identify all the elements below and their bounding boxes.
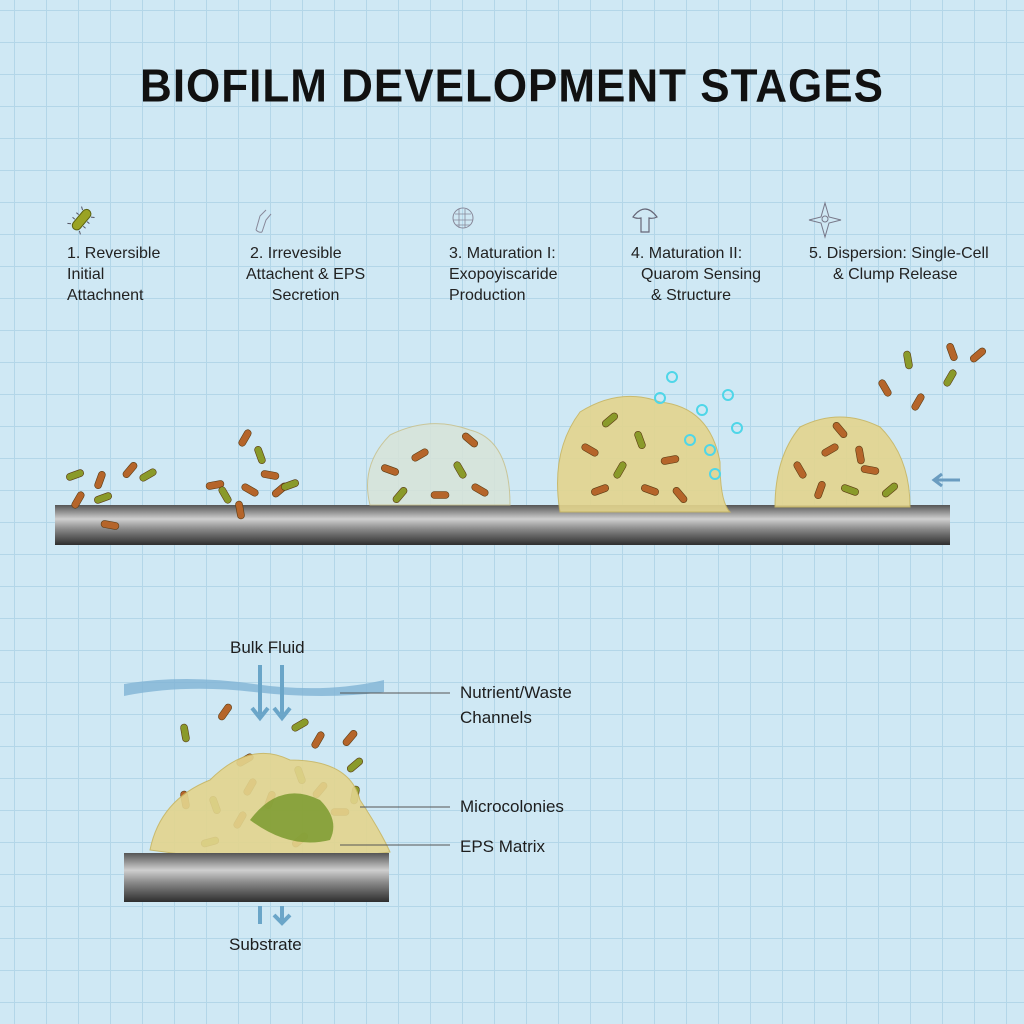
bacterium-rod bbox=[453, 461, 467, 479]
bacterium-rod bbox=[122, 461, 138, 479]
bacterium-rod bbox=[238, 429, 252, 447]
bacterium-rod bbox=[381, 464, 399, 476]
bacterium-rod bbox=[281, 479, 299, 491]
bacterium-rod bbox=[461, 432, 479, 448]
detail-substrate-bar bbox=[124, 853, 389, 902]
bacterium-rod bbox=[311, 731, 325, 749]
bacterium-rod bbox=[342, 729, 358, 747]
bacterium-rod bbox=[218, 703, 232, 721]
bacterium-rod bbox=[139, 468, 157, 482]
bacterium-rod bbox=[911, 393, 925, 411]
page-title: BIOFILM DEVELOPMENT STAGES bbox=[140, 60, 884, 113]
bacterium-rod bbox=[71, 491, 85, 509]
attachment-icon bbox=[255, 209, 272, 233]
bacterium-rod bbox=[392, 486, 408, 504]
flow-arrow-icon bbox=[931, 472, 960, 488]
bacterium-rod bbox=[411, 448, 429, 462]
eps-stage-4 bbox=[557, 395, 732, 513]
stage-5-label: 5. Dispersion: Single-Cell& Clump Releas… bbox=[809, 245, 989, 283]
bacterium-rod bbox=[94, 492, 112, 504]
bacterium-rod bbox=[291, 718, 309, 732]
substrate-label: Substrate bbox=[229, 935, 302, 954]
stage-4-label: 4. Maturation II:Quarom Sensing& Structu… bbox=[631, 245, 762, 304]
bacterium-rod bbox=[100, 520, 120, 530]
bacterium-rod bbox=[903, 350, 913, 370]
bacterium-rod bbox=[672, 486, 688, 504]
bacterium-rod bbox=[430, 491, 450, 499]
bacterium-rod bbox=[346, 757, 364, 773]
bacterium-rod bbox=[832, 421, 848, 439]
bacterium-rod bbox=[641, 484, 659, 496]
bacterium-rod bbox=[855, 445, 865, 465]
bacterium-rod bbox=[180, 723, 190, 743]
bacterium-rod bbox=[581, 443, 599, 457]
bacterium-rod bbox=[793, 461, 807, 479]
bacterium-rod bbox=[841, 484, 859, 496]
substrate-bar bbox=[55, 505, 950, 545]
bacterium-rod bbox=[205, 480, 225, 490]
bulk-fluid-wave bbox=[124, 679, 384, 696]
bacterium-rod bbox=[860, 465, 880, 475]
bacterium-rod bbox=[943, 369, 957, 387]
microcolonies-label: Microcolonies bbox=[460, 797, 564, 816]
bacterium-rod bbox=[218, 486, 232, 504]
polysaccharide-net-icon bbox=[452, 207, 474, 229]
bacterium-rod bbox=[814, 481, 826, 499]
bacterium-rod bbox=[878, 379, 892, 397]
substrate-arrows-icon bbox=[258, 906, 292, 926]
bacterium-rod bbox=[471, 483, 489, 497]
bacterium-rod bbox=[660, 455, 680, 465]
bacterium-rod bbox=[241, 483, 259, 497]
bacterium-rod bbox=[634, 431, 646, 449]
eps-matrix-label: EPS Matrix bbox=[460, 837, 546, 856]
bacterium-rod bbox=[601, 412, 619, 428]
bacterium-icon bbox=[67, 206, 95, 235]
bulk-fluid-label: Bulk Fluid bbox=[230, 638, 305, 657]
bacterium-rod bbox=[821, 443, 839, 457]
flow-arrows-icon bbox=[250, 665, 292, 722]
bacterium-rod bbox=[881, 482, 899, 498]
bacterium-rod bbox=[591, 484, 609, 496]
signal-molecules bbox=[654, 371, 743, 480]
dispersion-icon bbox=[808, 201, 842, 239]
bacterium-rod bbox=[254, 446, 266, 464]
bacterium-rod bbox=[613, 461, 627, 479]
eps-stage-5 bbox=[774, 416, 911, 508]
bacterium-rod bbox=[66, 469, 84, 481]
bacterium-rod bbox=[946, 343, 958, 361]
bacterium-rod bbox=[969, 347, 987, 363]
bacterium-rod bbox=[94, 471, 106, 489]
bacterium-rod bbox=[260, 470, 280, 480]
mushroom-icon bbox=[632, 208, 658, 233]
bacterium-rod bbox=[235, 500, 245, 520]
